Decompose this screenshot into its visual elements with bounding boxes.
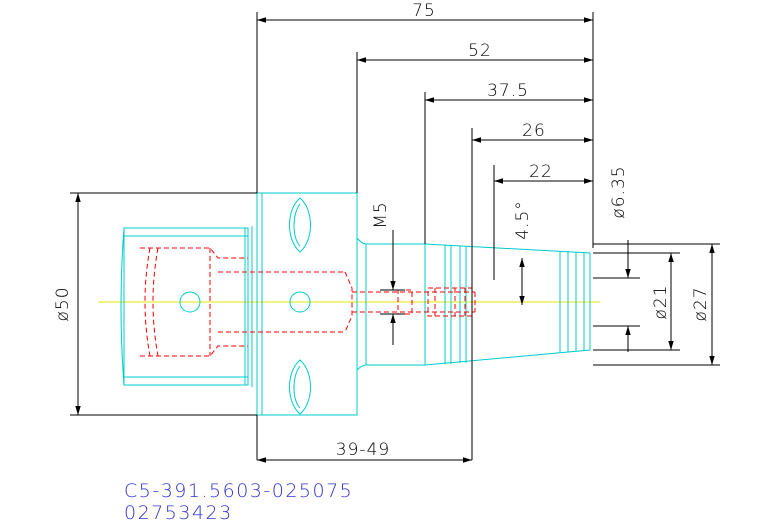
cross-hole-right xyxy=(289,291,311,313)
drive-slot-bottom xyxy=(289,359,311,415)
hidden-lines xyxy=(140,247,476,357)
flange xyxy=(256,192,358,416)
dim-label-21: ø21 xyxy=(651,284,671,319)
nose-taper xyxy=(356,237,591,371)
dim-label-52: 52 xyxy=(468,41,492,61)
drive-slot-top xyxy=(289,197,311,253)
dim-label-37-5: 37.5 xyxy=(487,81,529,101)
order-number: 02753423 xyxy=(124,502,233,524)
dim-label-6-35: ø6.35 xyxy=(609,165,629,218)
dim-label-m5: M5 xyxy=(371,201,391,228)
taper-shank xyxy=(123,227,249,386)
tool-holder-outline xyxy=(120,192,591,416)
dim-label-50: ø50 xyxy=(53,286,73,321)
part-number: C5-391.5603-025075 xyxy=(124,480,354,502)
taper-rings xyxy=(444,245,585,364)
dim-label-26: 26 xyxy=(522,121,546,141)
dim-label-angle: 4.5° xyxy=(513,200,533,240)
dim-label-22: 22 xyxy=(529,162,553,182)
dimension-lines xyxy=(70,12,720,463)
dim-label-27: ø27 xyxy=(691,286,711,321)
dim-label-75: 75 xyxy=(412,1,436,21)
cross-hole-left xyxy=(179,291,201,313)
dim-label-39-49: 39-49 xyxy=(336,440,390,460)
